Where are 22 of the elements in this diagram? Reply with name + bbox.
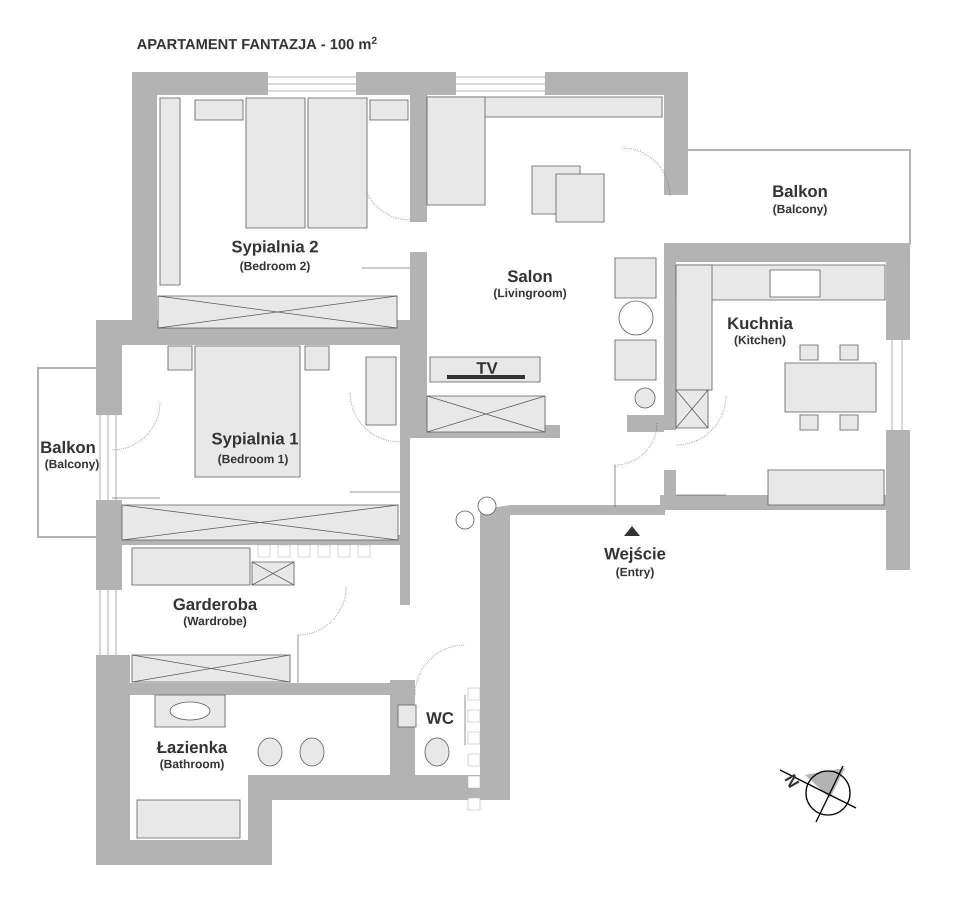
room-translation: (Entry): [616, 567, 654, 579]
room-translation: (Livingroom): [494, 288, 566, 300]
room-translation: (Kitchen): [734, 335, 786, 347]
room-name: Garderoba: [174, 598, 258, 610]
room-name: Wejście: [604, 547, 666, 563]
room-name: Kuchnia: [728, 316, 793, 330]
room-name: Balkon: [773, 184, 827, 198]
room-translation: (Bedroom 2): [240, 261, 310, 273]
room-translation: (Balcony): [45, 459, 99, 471]
room-translation: (Bathroom): [160, 759, 224, 771]
room-translation: (Wardrobe): [184, 616, 246, 628]
title: APARTAMENT FANTAZJA - 100 m$^{2}$: [137, 36, 377, 50]
compass-letter: N: [784, 774, 800, 788]
room-name: Sypialnia 1: [212, 432, 298, 448]
room-translation: (Balcony): [773, 204, 827, 216]
room-name: TV: [476, 362, 498, 374]
room-name: Salon: [508, 270, 552, 282]
room-name: Łazienka: [156, 740, 228, 754]
room-name: Balkon: [41, 440, 95, 454]
room-name: WC: [426, 712, 454, 724]
room-name: Sypialnia 2: [232, 240, 318, 256]
room-translation: (Bedroom 1): [218, 454, 288, 466]
